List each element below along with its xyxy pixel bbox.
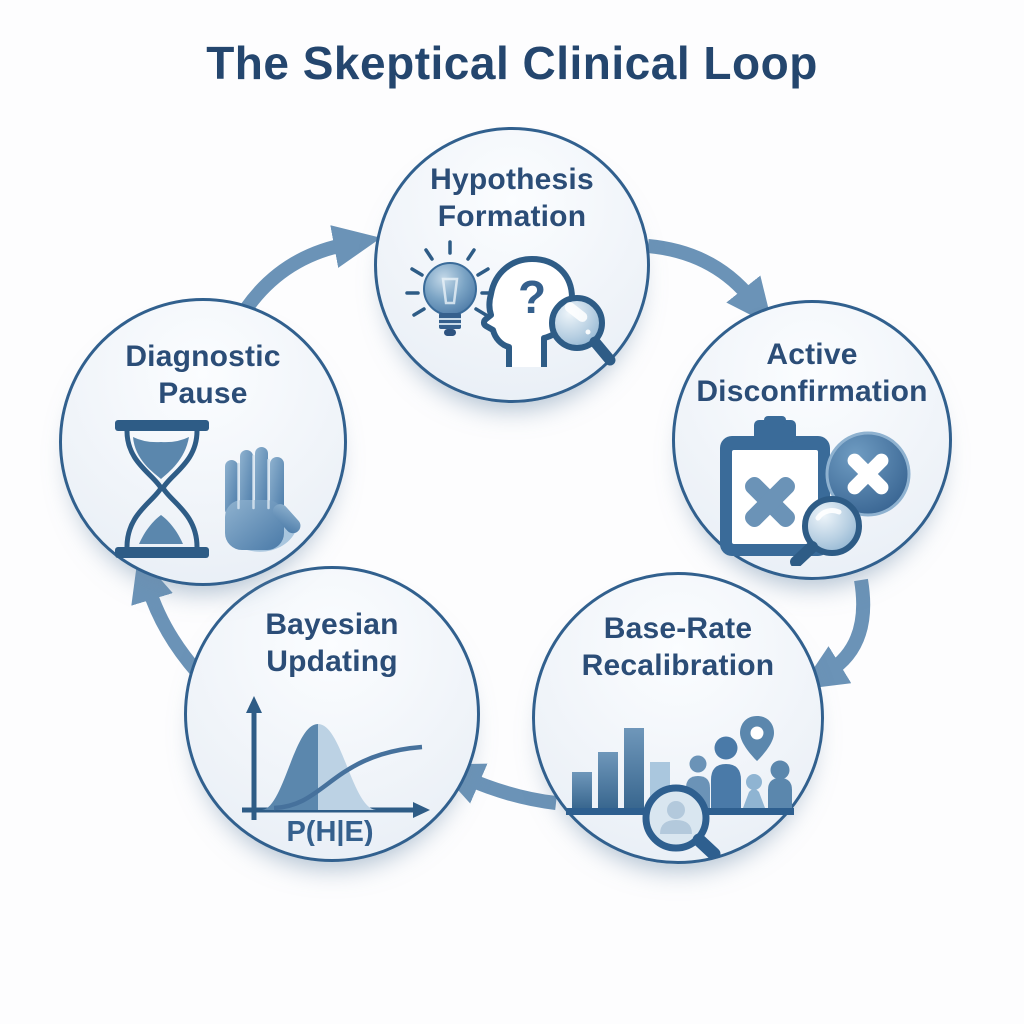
sigmoid-curve-icon (273, 744, 423, 811)
location-pin-icon (740, 716, 774, 762)
disconfirmation-icon-group (720, 416, 911, 567)
magnifier-icon (790, 496, 862, 567)
arrow-active-to-baserate (799, 578, 871, 690)
arrow-baserate-to-bayesian (435, 763, 557, 810)
node-label: Diagnostic Pause (125, 340, 281, 410)
posterior-curve-light (318, 724, 376, 811)
base-rate-icon-group (566, 716, 794, 859)
stop-hand-icon (225, 447, 301, 552)
node-diagnostic-pause: Diagnostic Pause (59, 298, 347, 586)
node-label: Base-Rate Recalibration (581, 612, 775, 682)
clipboard-x-icon (720, 416, 830, 557)
magnifier-icon (549, 295, 616, 366)
arrow-diagnostic-to-hypothesis (240, 225, 382, 314)
lightbulb-icon (405, 240, 495, 337)
x-circle-icon (825, 431, 911, 517)
formula-label: P(H|E) (286, 816, 373, 846)
node-label: Bayesian Updating (265, 608, 399, 678)
node-bayesian-updating: Bayesian Updating P(H|E) (184, 566, 480, 862)
node-label: Hypothesis Formation (430, 163, 594, 233)
posterior-curve-dark (262, 724, 318, 811)
hourglass-icon (115, 420, 209, 559)
question-mark: ? (518, 271, 546, 323)
magnifier-icon (642, 784, 721, 859)
node-label: Active Disconfirmation (696, 338, 928, 408)
node-base-rate-recalibration: Base-Rate Recalibration (532, 572, 824, 864)
diagram-title: The Skeptical Clinical Loop (206, 37, 818, 89)
pause-icon-group (115, 420, 301, 559)
probability-distribution-icon: P(H|E) (242, 696, 430, 846)
arrow-hypothesis-to-active (647, 239, 773, 327)
arrow-bayesian-to-diagnostic (131, 553, 204, 678)
node-active-disconfirmation: Active Disconfirmation (672, 300, 952, 580)
node-hypothesis-formation: Hypothesis Formation (374, 127, 650, 403)
head-question-icon: ? (480, 256, 575, 368)
hypothesis-icon-group: ? (405, 240, 616, 368)
